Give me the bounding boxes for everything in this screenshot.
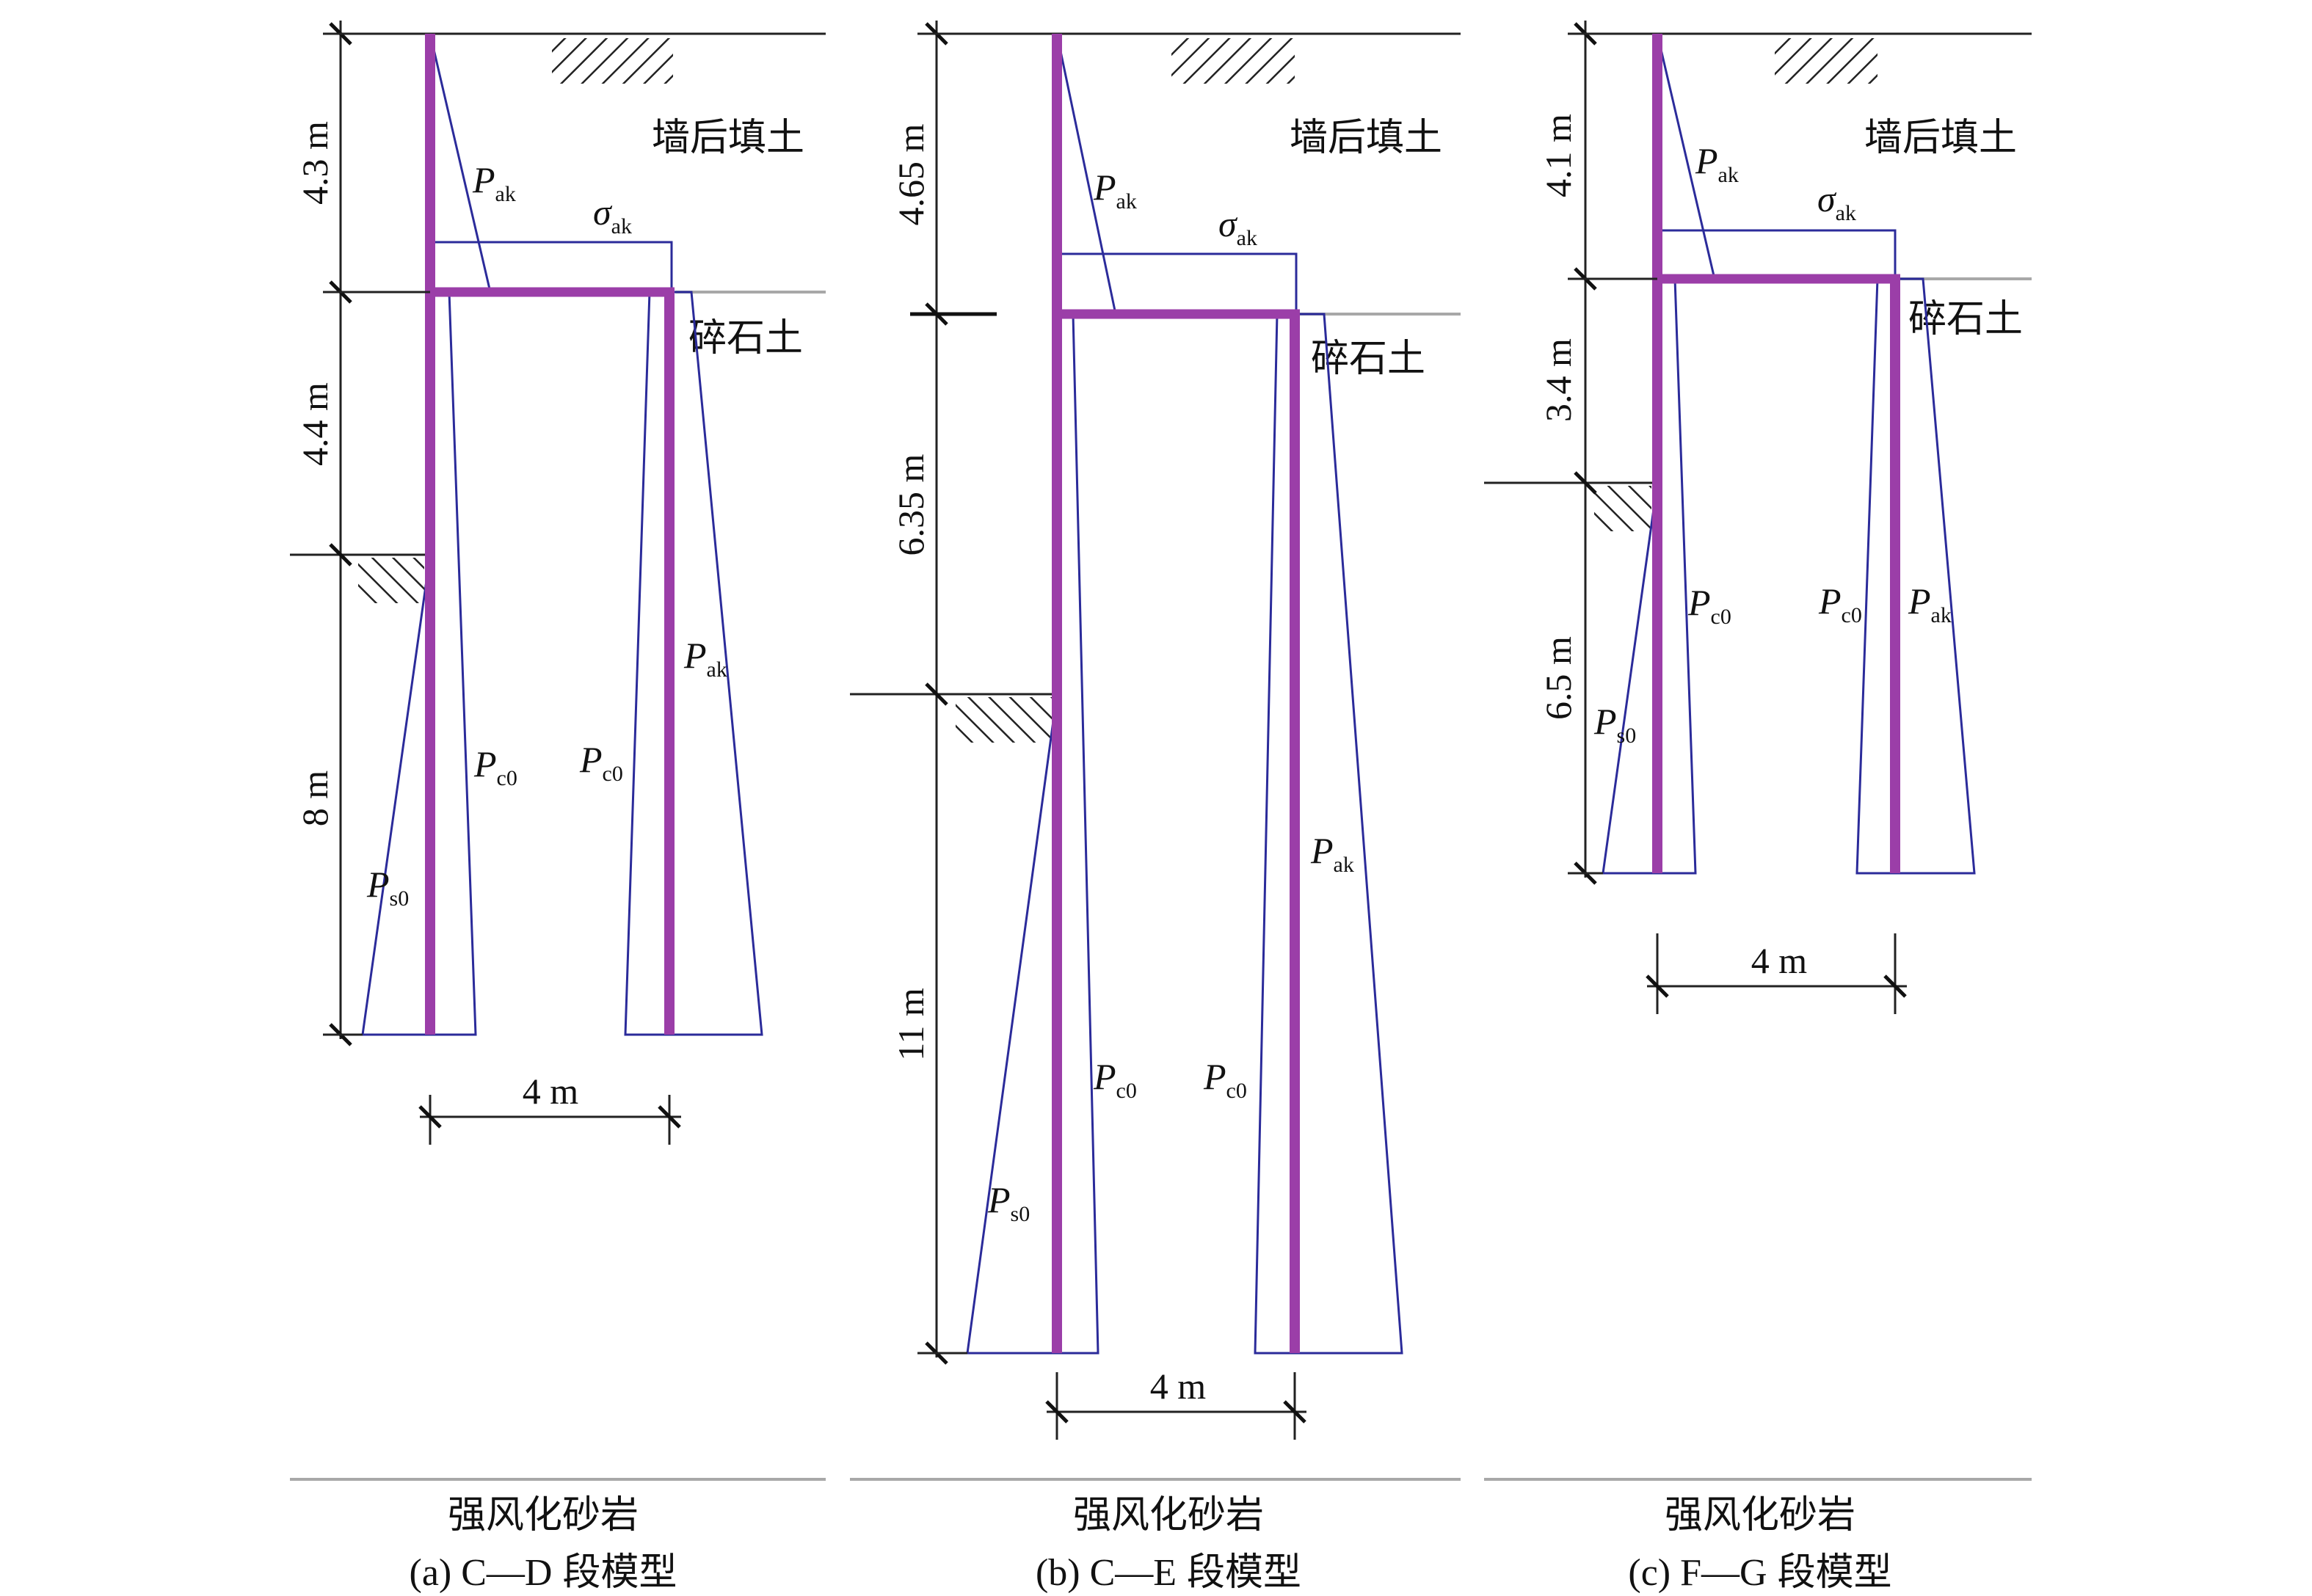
pak-label-b-top: Pak <box>1093 167 1137 214</box>
panel-b: 墙后填土 碎石土 4.65 m 6.35 m 11 m 4 m Pak σak <box>850 21 1461 1595</box>
gravel-label-b: 碎石土 <box>1311 337 1425 381</box>
pc0-front-outline-a <box>430 291 477 1036</box>
backfill-label-b: 墙后填土 <box>1290 116 1442 160</box>
sigma-label-b: σak <box>1218 203 1257 250</box>
ps0-outline-c <box>1602 482 1659 875</box>
sigma-label-c: σak <box>1817 178 1856 225</box>
dim-label-a2: 4.4 m <box>294 382 335 466</box>
dim-label-b1: 4.65 m <box>890 123 931 225</box>
spacing-tick-a1 <box>418 1105 442 1129</box>
pak-upper-triangle-c <box>1656 33 1716 280</box>
spacing-label-c: 4 m <box>1751 940 1808 981</box>
pak-label-c-top: Pak <box>1695 140 1739 187</box>
pak-label-a-back: Pak <box>683 635 727 682</box>
ps0-label-b: Ps0 <box>987 1179 1030 1226</box>
pc0-label-c-front: Pc0 <box>1687 582 1731 629</box>
pc0-back-outline-c <box>1855 277 1895 875</box>
ps0-label-a: Ps0 <box>366 864 409 911</box>
spacing-tick-c1 <box>1646 974 1669 998</box>
pc0-label-c-back: Pc0 <box>1818 580 1862 627</box>
dim-tick-c3 <box>1574 471 1597 495</box>
backfill-label-c: 墙后填土 <box>1864 116 2017 160</box>
ps0-outline-a <box>361 554 432 1036</box>
pak-back-outline-a <box>669 291 763 1036</box>
rock-label-b: 强风化砂岩 <box>1073 1493 1264 1537</box>
pc0-label-b-back: Pc0 <box>1203 1056 1247 1103</box>
pak-upper-triangle-b <box>1055 33 1117 315</box>
sigma-ak-rect-b <box>1057 252 1298 314</box>
pak-back-outline-c <box>1895 277 1976 875</box>
sigma-ak-rect-c <box>1657 229 1897 279</box>
spacing-tick-a2 <box>658 1105 681 1129</box>
gravel-label-a: 碎石土 <box>688 316 803 360</box>
dim-label-a1: 4.3 m <box>294 121 335 205</box>
backfill-hatch-b <box>1171 38 1295 84</box>
backfill-hatch-a <box>552 38 673 84</box>
sigma-ak-rect-a <box>430 241 673 292</box>
backfill-label-a: 墙后填土 <box>652 116 804 160</box>
backfill-hatch-c <box>1775 38 1877 84</box>
dim-label-c1: 4.1 m <box>1538 114 1579 197</box>
pc0-front-outline-b <box>1057 313 1099 1355</box>
pc0-front-outline-c <box>1657 277 1697 875</box>
spacing-label-b: 4 m <box>1150 1366 1207 1407</box>
panel-c: 墙后填土 碎石土 4.1 m 3.4 m 6.5 m 4 m Pak σak <box>1484 21 2032 1595</box>
dim-label-b3: 11 m <box>890 988 931 1061</box>
pak-back-outline-b <box>1295 313 1403 1355</box>
pak-label-b-back: Pak <box>1310 830 1354 877</box>
excavation-hatch-a <box>358 558 424 603</box>
dim-label-a3: 8 m <box>294 770 335 827</box>
ps0-label-c: Ps0 <box>1593 701 1636 748</box>
pak-label-c-back: Pak <box>1908 580 1952 627</box>
pak-upper-triangle-a <box>429 33 492 293</box>
spacing-tick-b2 <box>1283 1400 1306 1424</box>
dim-label-c2: 3.4 m <box>1538 338 1579 422</box>
excavation-hatch-b <box>956 697 1054 743</box>
rock-label-c: 强风化砂岩 <box>1665 1493 1855 1537</box>
dim-label-b2: 6.35 m <box>890 453 931 555</box>
dim-tick-b3 <box>925 682 948 706</box>
ps0-outline-b <box>966 693 1058 1355</box>
pc0-label-a-front: Pc0 <box>473 743 517 790</box>
pc0-label-a-back: Pc0 <box>579 739 623 786</box>
spacing-label-a: 4 m <box>523 1071 579 1112</box>
excavation-hatch-c <box>1594 486 1651 531</box>
panel-a: 墙后填土 碎石土 4.3 m 4.4 m 8 m <box>290 21 826 1595</box>
rock-label-a: 强风化砂岩 <box>448 1493 639 1537</box>
pak-label-a-top: Pak <box>472 159 516 206</box>
spacing-tick-b1 <box>1045 1400 1069 1424</box>
spacing-tick-c2 <box>1883 974 1907 998</box>
sigma-label-a: σak <box>593 192 632 238</box>
pc0-label-b-front: Pc0 <box>1093 1056 1137 1103</box>
dim-label-c3: 6.5 m <box>1538 636 1579 720</box>
pc0-back-outline-a <box>624 291 669 1036</box>
dim-tick-a3 <box>329 543 352 566</box>
pc0-back-outline-b <box>1254 313 1295 1355</box>
